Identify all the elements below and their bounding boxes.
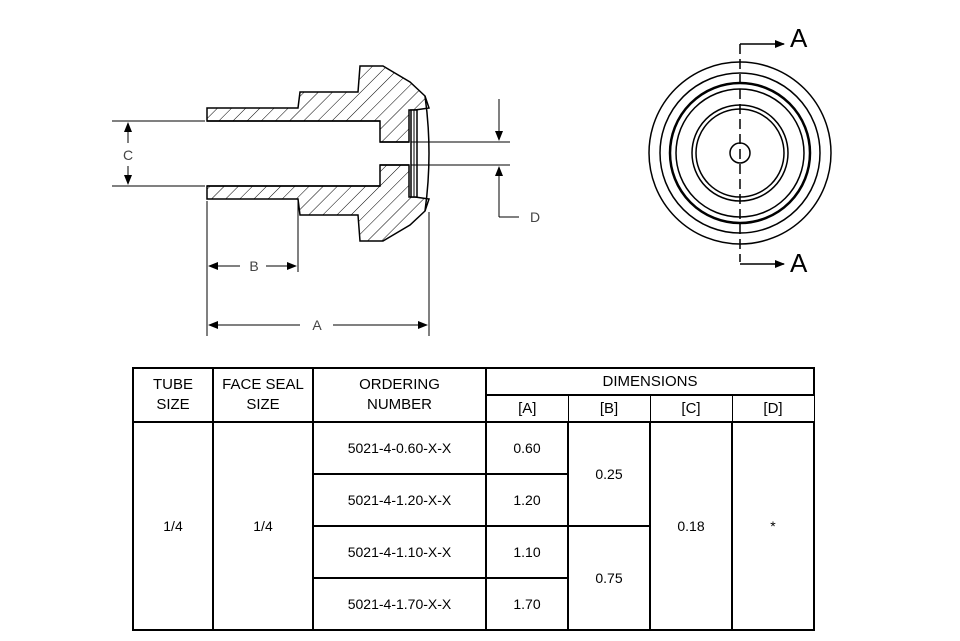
section-label-top: A — [790, 23, 808, 53]
face-seal-size-value: 1/4 — [212, 421, 314, 631]
header-dim-a: [A] — [485, 394, 569, 423]
dimension-b-label: B — [249, 258, 258, 274]
ordering-number-cell: 5021-4-0.60-X-X — [312, 421, 487, 475]
section-label-bottom: A — [790, 248, 808, 278]
fitting-lower-wall — [206, 164, 430, 242]
ordering-number-cell: 5021-4-1.20-X-X — [312, 473, 487, 527]
spec-table: TUBE SIZE FACE SEAL SIZE ORDERING NUMBER… — [132, 367, 816, 631]
dim-a-cell: 0.60 — [485, 421, 569, 475]
header-ordering-number: ORDERING NUMBER — [312, 367, 487, 423]
end-view: A A — [648, 23, 832, 278]
dimension-a-label: A — [312, 317, 322, 333]
header-face-seal-size: FACE SEAL SIZE — [212, 367, 314, 423]
dim-a-cell: 1.70 — [485, 577, 569, 631]
fitting-upper-wall — [206, 65, 430, 143]
table-row: 5021-4-1.10-X-X 1.10 0.75 — [133, 525, 814, 631]
dim-a-cell: 1.20 — [485, 473, 569, 527]
dim-b-cell: 0.25 — [567, 421, 651, 527]
table-row: 5021-4-1.20-X-X 1.20 — [133, 473, 814, 527]
dimension-c-label: C — [123, 147, 133, 163]
dimension-c: C — [112, 120, 205, 187]
section-view — [206, 65, 430, 242]
ordering-number-cell: 5021-4-1.70-X-X — [312, 577, 487, 631]
dimension-d: D — [411, 99, 540, 225]
dimension-a: A — [208, 212, 430, 336]
header-dimensions: DIMENSIONS — [484, 367, 816, 396]
face-edge — [424, 95, 430, 212]
dim-b-cell: 0.75 — [567, 525, 651, 631]
tube-size-value: 1/4 — [132, 421, 214, 631]
table-row: 1/4 1/4 5021-4-0.60-X-X 0.60 0.25 0.18 * — [132, 421, 816, 631]
header-dim-c: [C] — [649, 394, 733, 423]
dim-d-cell: * — [730, 421, 816, 631]
header-tube-size: TUBE SIZE — [132, 367, 214, 423]
dimension-b: B — [206, 201, 299, 336]
dim-a-cell: 1.10 — [485, 525, 569, 579]
table-row: 5021-4-1.70-X-X 1.70 — [133, 577, 814, 631]
technical-drawing: C B A D A A — [112, 23, 832, 336]
dimension-d-label: D — [530, 209, 540, 225]
header-dim-b: [B] — [567, 394, 651, 423]
ordering-number-cell: 5021-4-1.10-X-X — [312, 525, 487, 579]
dim-c-cell: 0.18 — [649, 421, 733, 631]
header-dim-d: [D] — [731, 394, 815, 423]
